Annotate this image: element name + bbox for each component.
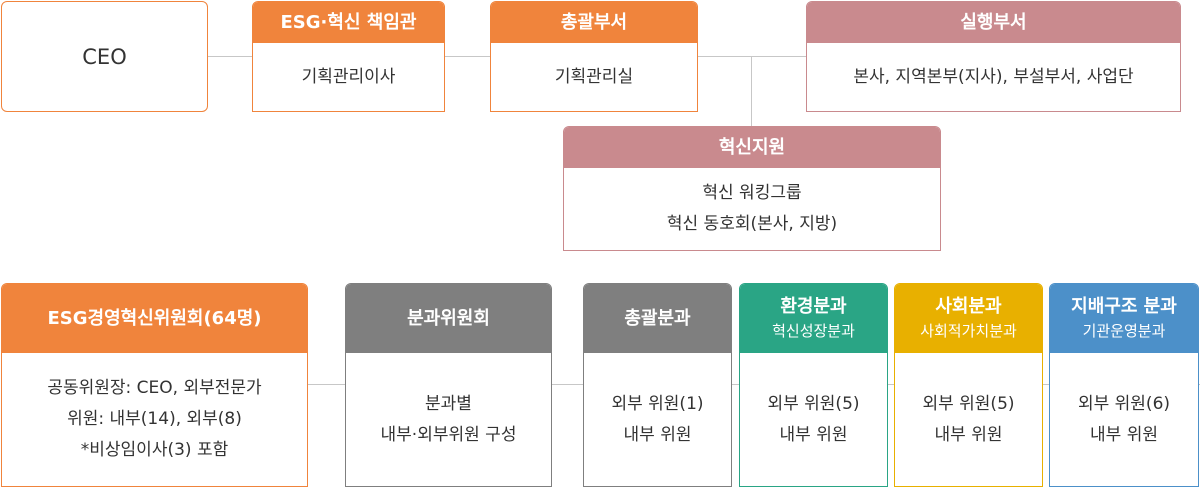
esg-officer-text: 기획관리이사	[301, 66, 396, 87]
innovation-support-body: 혁신 워킹그룹 혁신 동호회(본사, 지방)	[564, 168, 940, 250]
ceo-box: CEO	[1, 1, 208, 112]
env-division-line: 외부 위원(5)	[767, 393, 860, 414]
gov-division-line: 외부 위원(6)	[1077, 393, 1171, 414]
subcommittee-line: 내부·외부위원 구성	[380, 424, 517, 445]
exec-dept-box: 실행부서 본사, 지역본부(지사), 부설부서, 사업단	[806, 1, 1181, 112]
subcommittee-line: 분과별	[425, 393, 472, 414]
innovation-support-title: 혁신지원	[718, 136, 786, 158]
env-division-box: 환경분과 혁신성장분과 외부 위원(5) 내부 위원	[739, 283, 888, 487]
gov-division-title: 지배구조 분과	[1071, 296, 1177, 317]
subcommittee-header: 분과위원회	[346, 284, 551, 353]
innovation-support-line: 혁신 동호회(본사, 지방)	[666, 214, 838, 234]
committee-line: 공동위원장: CEO, 외부전문가	[47, 378, 262, 398]
committee-line: *비상임이사(3) 포함	[80, 440, 229, 460]
gov-division-subtitle: 기관운영분과	[1082, 322, 1166, 340]
gov-division-box: 지배구조 분과 기관운영분과 외부 위원(6) 내부 위원	[1049, 283, 1199, 487]
env-division-line: 내부 위원	[779, 424, 848, 445]
gov-division-header: 지배구조 분과 기관운영분과	[1050, 284, 1198, 353]
social-division-subtitle: 사회적가치분과	[920, 322, 1017, 340]
esg-officer-body: 기획관리이사	[253, 43, 444, 111]
esg-officer-header: ESG·혁신 책임관	[253, 2, 444, 43]
env-division-subtitle: 혁신성장분과	[772, 322, 855, 340]
general-division-line: 내부 위원	[623, 424, 692, 445]
general-division-line: 외부 위원(1)	[611, 393, 704, 414]
subcommittee-body: 분과별 내부·외부위원 구성	[346, 353, 551, 486]
general-dept-text: 기획관리실	[554, 66, 634, 87]
social-division-header: 사회분과 사회적가치분과	[895, 284, 1042, 353]
social-division-title: 사회분과	[935, 296, 1002, 317]
general-division-box: 총괄분과 외부 위원(1) 내부 위원	[583, 283, 732, 487]
social-division-box: 사회분과 사회적가치분과 외부 위원(5) 내부 위원	[894, 283, 1043, 487]
env-division-header: 환경분과 혁신성장분과	[740, 284, 887, 353]
env-division-title: 환경분과	[780, 296, 847, 317]
general-dept-title: 총괄부서	[560, 11, 628, 33]
general-division-title: 총괄분과	[624, 307, 691, 329]
general-dept-box: 총괄부서 기획관리실	[490, 1, 698, 112]
subcommittee-box: 분과위원회 분과별 내부·외부위원 구성	[345, 283, 552, 487]
committee-body: 공동위원장: CEO, 외부전문가 위원: 내부(14), 외부(8) *비상임…	[2, 353, 307, 486]
subcommittee-title: 분과위원회	[407, 307, 490, 329]
general-dept-body: 기획관리실	[491, 43, 697, 111]
committee-line: 위원: 내부(14), 외부(8)	[67, 409, 242, 429]
general-division-body: 외부 위원(1) 내부 위원	[584, 353, 731, 486]
env-division-body: 외부 위원(5) 내부 위원	[740, 353, 887, 486]
exec-dept-title: 실행부서	[960, 11, 1027, 33]
esg-officer-title: ESG·혁신 책임관	[280, 11, 417, 33]
social-division-line: 내부 위원	[934, 424, 1003, 445]
ceo-label: CEO	[82, 44, 127, 69]
gov-division-line: 내부 위원	[1090, 424, 1158, 445]
innovation-support-line: 혁신 워킹그룹	[702, 183, 802, 203]
innovation-support-header: 혁신지원	[564, 127, 940, 168]
connector-line	[751, 56, 752, 126]
general-dept-header: 총괄부서	[491, 2, 697, 43]
gov-division-body: 외부 위원(6) 내부 위원	[1050, 353, 1198, 486]
exec-dept-body: 본사, 지역본부(지사), 부설부서, 사업단	[807, 43, 1180, 111]
social-division-body: 외부 위원(5) 내부 위원	[895, 353, 1042, 486]
committee-title: ESG경영혁신위원회(64명)	[47, 307, 262, 329]
general-division-header: 총괄분과	[584, 284, 731, 353]
exec-dept-text: 본사, 지역본부(지사), 부설부서, 사업단	[853, 66, 1134, 87]
innovation-support-box: 혁신지원 혁신 워킹그룹 혁신 동호회(본사, 지방)	[563, 126, 941, 251]
esg-officer-box: ESG·혁신 책임관 기획관리이사	[252, 1, 445, 112]
exec-dept-header: 실행부서	[807, 2, 1180, 43]
social-division-line: 외부 위원(5)	[922, 393, 1015, 414]
committee-box: ESG경영혁신위원회(64명) 공동위원장: CEO, 외부전문가 위원: 내부…	[1, 283, 308, 487]
committee-header: ESG경영혁신위원회(64명)	[2, 284, 307, 353]
